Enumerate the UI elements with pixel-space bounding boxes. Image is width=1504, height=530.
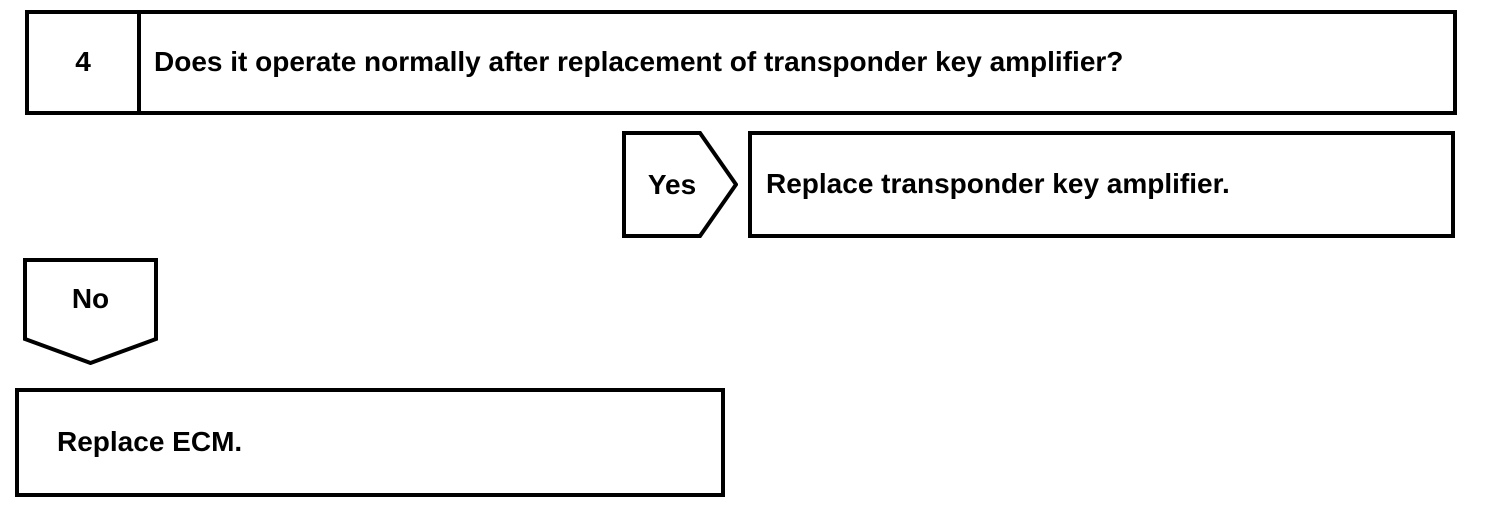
yes-branch-pentagon-icon (622, 131, 738, 238)
no-label: No (71, 282, 110, 314)
yes-pentagon-shape (622, 131, 738, 238)
step-number: 4 (75, 46, 91, 78)
step-question-row: 4 Does it operate normally after replace… (25, 10, 1457, 115)
no-action-box: Replace ECM. (15, 388, 725, 497)
yes-action-box: Replace transponder key amplifier. (748, 131, 1455, 238)
no-action-text: Replace ECM. (57, 426, 243, 458)
no-pentagon-shape (23, 258, 158, 365)
yes-action-text: Replace transponder key amplifier. (766, 168, 1230, 200)
yes-label: Yes (647, 168, 697, 200)
step-number-cell: 4 (29, 14, 141, 111)
step-question-text: Does it operate normally after replaceme… (154, 46, 1124, 78)
no-branch-pentagon-icon (23, 258, 158, 365)
